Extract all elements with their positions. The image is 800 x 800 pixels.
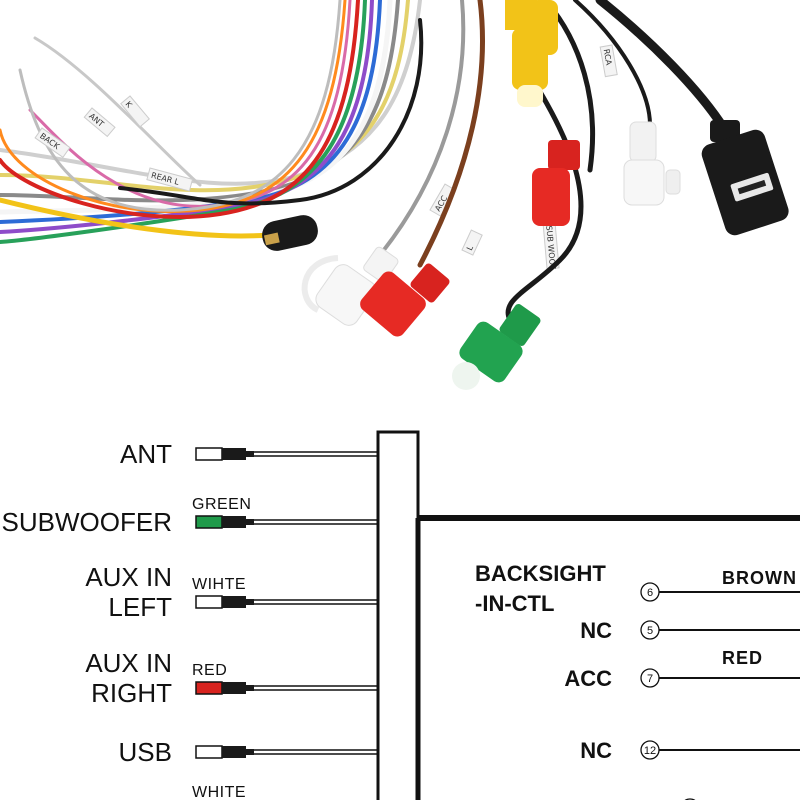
- pin-row: ACC 7 RED: [564, 648, 800, 691]
- red-rca-photo-2: [360, 263, 450, 337]
- rca-plug-icon: [195, 745, 254, 759]
- plug-color-label: WIHTE: [192, 576, 246, 593]
- plug-color-label: RED: [192, 662, 227, 679]
- connector-row: SUBWOOFER GREEN: [2, 496, 378, 537]
- wire-color-label: RED: [722, 648, 763, 668]
- svg-text:L: L: [465, 244, 475, 252]
- pin-label: NC: [580, 618, 612, 643]
- svg-text:SUB WOOF: SUB WOOF: [544, 225, 557, 270]
- connector-row: ANT: [120, 439, 378, 469]
- pin-row: BACKSIGHT -IN-CTL 6 BROWN: [475, 561, 800, 616]
- rca-plug-icon: [195, 681, 254, 695]
- plug-color-label: GREEN: [192, 496, 251, 513]
- pin-row: NC 5: [580, 618, 800, 643]
- rca-plug-icon: [195, 595, 254, 609]
- wire-color-label: BROWN: [722, 568, 797, 588]
- pin-label: BACKSIGHT: [475, 561, 606, 586]
- connector-label: SUBWOOFER: [2, 507, 172, 537]
- pin-label: -IN-CTL: [475, 591, 554, 616]
- svg-text:K: K: [124, 100, 135, 110]
- harness-photo: BACK ANT K REAR L SUB WOOF RCA ACC L: [0, 0, 789, 390]
- pin-number: 6: [647, 587, 653, 599]
- pin-number: 7: [647, 673, 653, 685]
- svg-text:RCA: RCA: [602, 48, 614, 66]
- ant-plug-photo: [262, 215, 318, 251]
- pin-row: NC 12: [580, 738, 800, 763]
- pin-number: 12: [644, 745, 656, 757]
- wire-color-label: WHITE/: [718, 798, 787, 800]
- plug-color-label: WHITE: [192, 784, 246, 800]
- connector-row: USB: [119, 737, 378, 767]
- connector-label: AUX IN: [85, 562, 172, 592]
- rca-plug-icon: [195, 515, 254, 529]
- connector-label: RCA LEFT: [48, 795, 172, 800]
- connector-label: USB: [119, 737, 172, 767]
- red-rca-photo-1: [532, 140, 580, 226]
- rca-plug-icon: [195, 447, 254, 461]
- green-rca-photo: [452, 304, 541, 390]
- pin-number: 5: [647, 625, 653, 637]
- pin-label: ACC: [564, 666, 612, 691]
- connector-row: RCA LEFT WHITE: [48, 784, 246, 800]
- connector-label: LEFT: [108, 592, 172, 622]
- usb-connector-photo: [701, 120, 789, 236]
- harness-block: [376, 430, 420, 800]
- connector-label: AUX IN: [85, 648, 172, 678]
- connector-label: RIGHT: [91, 678, 172, 708]
- connector-label: ANT: [120, 439, 172, 469]
- pin-label: NC: [580, 738, 612, 763]
- yellow-rca-photo: [505, 0, 558, 107]
- white-rca-photo-1: [623, 121, 681, 206]
